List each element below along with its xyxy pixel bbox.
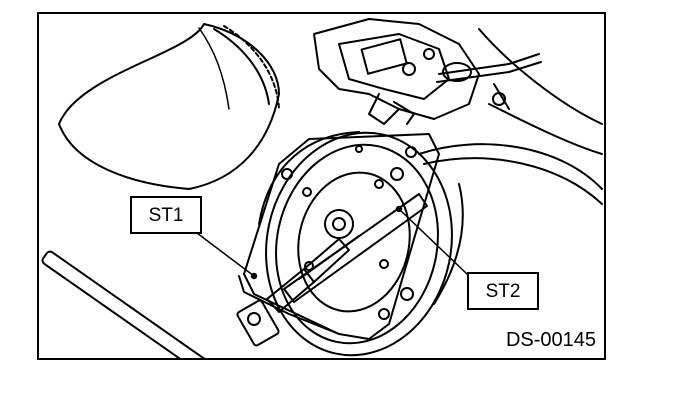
strut-assembly — [313, 18, 603, 155]
callout-st2-text: ST2 — [485, 280, 521, 302]
figure-frame: ST1 ST2 DS-00145 — [37, 12, 606, 360]
callout-st1-text: ST1 — [148, 204, 184, 226]
brake-assembly-illustration — [41, 18, 603, 358]
st1-puller-plate — [238, 133, 440, 340]
tire-outline — [58, 23, 280, 190]
callout-st1: ST1 — [130, 196, 202, 234]
brake-disc — [258, 131, 453, 357]
st2-tool-arm — [283, 193, 428, 303]
wheel-arch — [418, 143, 603, 305]
wrench-handle — [41, 238, 350, 358]
figure-code: DS-00145 — [505, 329, 596, 351]
leader-lines — [188, 205, 468, 280]
callout-st2: ST2 — [467, 272, 539, 310]
